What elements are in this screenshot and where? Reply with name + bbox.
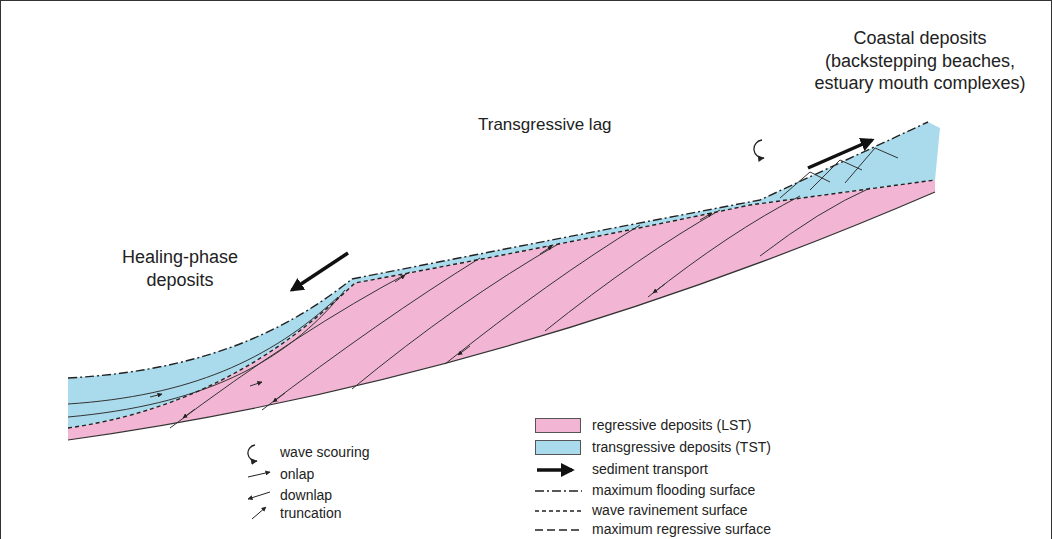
termination-marks	[150, 213, 712, 418]
legend-onlap	[248, 472, 270, 477]
legend-truncation	[252, 507, 266, 519]
legend-item: truncation	[280, 505, 341, 521]
legend-mfs	[535, 490, 582, 491]
legend-item: maximum flooding surface	[592, 482, 755, 498]
label-box: Healing-phase deposits	[100, 246, 260, 291]
clinoforms	[170, 188, 870, 428]
region-label: Healing-phase deposits	[100, 246, 260, 291]
legend-wave-scour	[248, 445, 257, 461]
legend-text: regressive deposits (LST)	[592, 417, 752, 433]
legend-item: wave scouring	[280, 444, 370, 460]
legend-swatch	[535, 418, 581, 433]
legend-swatch	[535, 440, 581, 455]
label-box: Transgressive lag	[478, 114, 658, 135]
regressive-body	[68, 180, 935, 440]
legend-item: transgressive deposits (TST)	[592, 439, 771, 455]
healing-laminae	[68, 290, 345, 417]
legend-text: truncation	[280, 505, 341, 521]
legend-item: regressive deposits (LST)	[592, 417, 752, 433]
legend-ravinement	[535, 510, 582, 511]
base-line	[68, 192, 935, 440]
legend-text: wave scouring	[280, 444, 370, 460]
label-box: Coastal deposits (backstepping beaches, …	[800, 27, 1040, 95]
legend-text: onlap	[280, 466, 314, 482]
legend-mrs	[535, 529, 582, 530]
legend-item: downlap	[280, 487, 332, 503]
healing-wedge	[68, 279, 355, 428]
transport-arrow	[808, 140, 872, 168]
legend-text: wave ravinement surface	[592, 502, 748, 518]
region-label: Transgressive lag	[478, 114, 658, 135]
legend-item: wave ravinement surface	[592, 502, 748, 518]
legend-text: maximum flooding surface	[592, 482, 755, 498]
legend-transport	[537, 468, 572, 472]
maximum-flooding-surface	[68, 122, 928, 378]
legend-downlap	[248, 492, 270, 499]
transport-arrow	[292, 253, 348, 290]
legend-text: maximum regressive surface	[592, 521, 771, 537]
legend-text: transgressive deposits (TST)	[592, 439, 771, 455]
legend-item: sediment transport	[592, 461, 708, 477]
legend-item: maximum regressive surface	[592, 521, 771, 537]
legend-text: sediment transport	[592, 461, 708, 477]
transgressive-sheet	[352, 122, 940, 283]
legend-text: downlap	[280, 487, 332, 503]
region-label: Coastal deposits (backstepping beaches, …	[800, 27, 1040, 95]
legend-item: onlap	[280, 466, 314, 482]
ravinement-surface	[68, 180, 935, 428]
wave-scour-symbol	[754, 140, 764, 158]
